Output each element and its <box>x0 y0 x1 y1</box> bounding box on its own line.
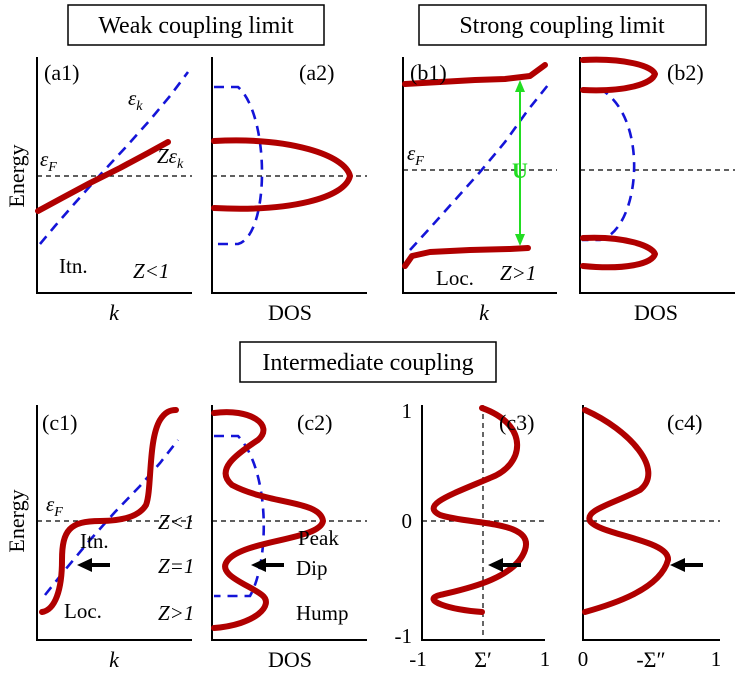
c3-axes <box>421 405 545 641</box>
b1-loc-label: Loc. <box>436 266 474 290</box>
panel-c2: (c2) Z<1 Z=1 Z>1 Peak Dip Hump DOS <box>158 405 367 672</box>
a1-k-axis: k <box>109 300 120 325</box>
intermediate-coupling-title: Intermediate coupling <box>239 341 497 383</box>
a-energy-axis-label: Energy <box>4 144 29 207</box>
a1-label: (a1) <box>44 60 79 85</box>
c3-y-tick-mid: 0 <box>402 509 413 533</box>
c2-dos-axis: DOS <box>268 647 312 672</box>
c2-hump-label: Hump <box>296 601 349 625</box>
c2-bare-dos <box>214 434 266 598</box>
a1-bare-band <box>39 71 190 245</box>
c2-arrow <box>251 558 284 572</box>
b2-label: (b2) <box>667 60 704 85</box>
a1-axes <box>36 57 192 294</box>
c1-k-axis: k <box>109 647 120 672</box>
c2-z-eq-1: Z=1 <box>158 554 194 578</box>
b2-bare-dos <box>582 88 636 242</box>
c1-arrow <box>77 558 110 572</box>
c1-itn-label: Itn. <box>80 529 109 553</box>
u-arrow: U <box>512 80 528 246</box>
c3-y-tick-top: 1 <box>402 399 413 423</box>
c1-eps-f: εF <box>46 492 63 520</box>
a1-renormalized-band <box>35 139 171 214</box>
a2-bare-dos <box>214 85 264 246</box>
b1-label: (b1) <box>410 60 447 85</box>
c1-axes <box>36 405 192 641</box>
c4-label: (c4) <box>667 410 702 435</box>
b1-z-gt-1: Z>1 <box>500 261 536 285</box>
a2-label: (a2) <box>299 60 334 85</box>
panel-a1: (a1) εk εF Zεk Itn. Z<1 k <box>35 57 192 325</box>
a2-dos-peak <box>211 137 353 212</box>
c3-x-tick-right: 1 <box>540 647 551 671</box>
a2-dos-axis: DOS <box>268 300 312 325</box>
panel-a2: (a2) DOS <box>211 57 367 325</box>
b2-upper-peak <box>580 56 658 94</box>
c1-bare-band <box>43 439 180 596</box>
svg-text:Strong coupling limit: Strong coupling limit <box>459 13 665 39</box>
c2-peak-label: Peak <box>298 526 339 550</box>
b1-axes <box>402 57 557 294</box>
weak-coupling-title: Weak coupling limit <box>67 4 325 46</box>
b2-lower-peak <box>580 234 658 271</box>
c2-dos <box>211 409 326 631</box>
c3-arrow <box>488 558 521 572</box>
a1-eps-k: εk <box>128 86 143 114</box>
a1-itn-label: Itn. <box>59 254 88 278</box>
c2-z-lt-1: Z<1 <box>158 510 194 534</box>
b1-k-axis: k <box>479 300 490 325</box>
c3-real-sigma <box>430 405 529 615</box>
svg-text:Weak coupling limit: Weak coupling limit <box>98 13 294 39</box>
c2-z-gt-1: Z>1 <box>158 601 194 625</box>
c1-label: (c1) <box>42 410 77 435</box>
c2-label: (c2) <box>297 410 332 435</box>
svg-text:Intermediate coupling: Intermediate coupling <box>262 350 473 376</box>
a1-z-eps-k: Zεk <box>157 144 184 172</box>
b2-dos-axis: DOS <box>634 300 678 325</box>
b1-eps-f: εF <box>407 141 424 169</box>
a1-z-lt-1: Z<1 <box>133 259 169 283</box>
b1-bare-band <box>409 84 550 251</box>
panel-c3: (c3) 1 0 -1 -1 1 Σ′ <box>395 399 551 672</box>
c4-axes <box>582 405 720 641</box>
c4-imag-sigma <box>582 407 671 615</box>
a2-axes <box>211 57 367 294</box>
c3-x-tick-left: -1 <box>409 647 427 671</box>
c4-x-tick-right: 1 <box>711 647 722 671</box>
c2-dip-label: Dip <box>296 556 328 580</box>
c3-y-tick-bot: -1 <box>395 624 413 648</box>
b1-upper-band <box>402 62 548 87</box>
panel-c4: (c4) 0 1 -Σ″ <box>578 405 722 672</box>
b1-lower-band <box>402 245 531 269</box>
panel-c1: (c1) εF Itn. Loc. k <box>36 405 192 672</box>
c3-label: (c3) <box>499 410 534 435</box>
svg-text:U: U <box>512 158 528 183</box>
c4-sigma-axis: -Σ″ <box>636 647 665 672</box>
c3-sigma-axis: Σ′ <box>474 647 492 672</box>
panel-b1: U (b1) εF Loc. Z>1 k <box>402 57 557 325</box>
c4-arrow <box>670 558 703 572</box>
c1-band <box>39 407 179 615</box>
a1-eps-f: εF <box>40 147 57 175</box>
c-energy-axis-label: Energy <box>4 489 29 552</box>
c1-loc-label: Loc. <box>64 599 102 623</box>
b2-axes <box>579 57 735 294</box>
c4-x-tick-left: 0 <box>578 647 589 671</box>
strong-coupling-title: Strong coupling limit <box>418 4 707 46</box>
c2-axes <box>211 405 367 641</box>
panel-b2: (b2) DOS <box>579 56 735 325</box>
